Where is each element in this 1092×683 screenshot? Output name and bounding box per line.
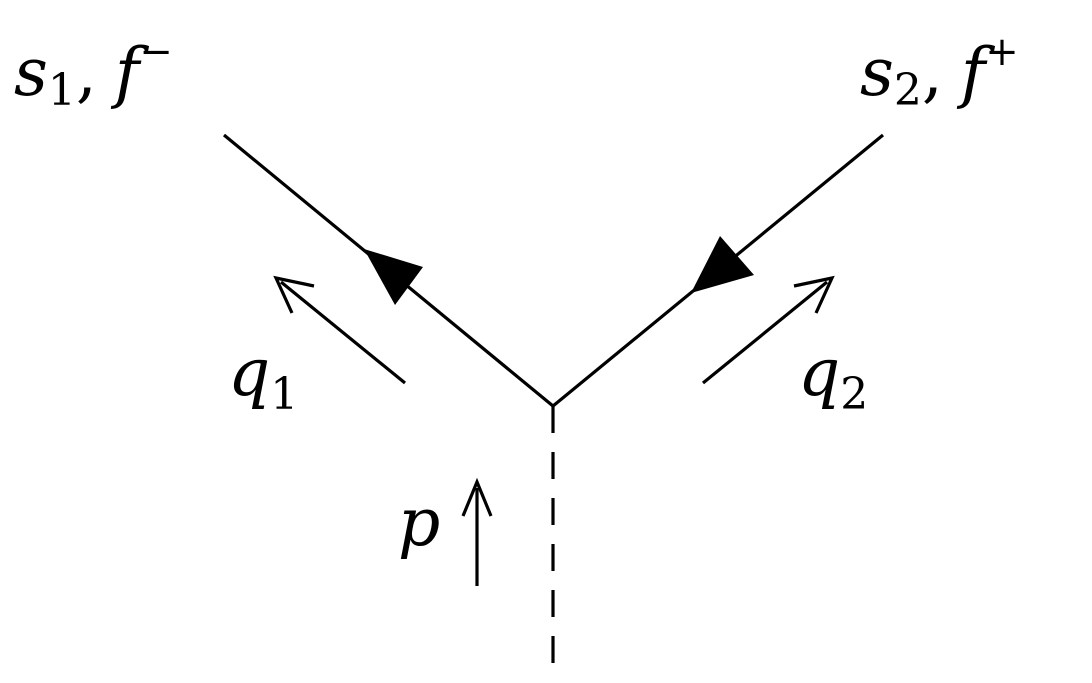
label-s1-sep: ,: [76, 34, 97, 111]
fermion-arrow-left: [364, 249, 423, 305]
momentum-arrow-p: [461, 477, 493, 586]
label-q1: q1: [228, 334, 298, 420]
label-s2-base: s: [860, 34, 894, 111]
momentum-arrow-q1: [273, 275, 407, 385]
label-s1-f-minus: s1,f−: [14, 29, 173, 116]
label-s2-f-plus: s2,f+: [860, 29, 1019, 116]
label-q1-base: q: [228, 334, 270, 411]
label-q1-sub: 1: [270, 369, 298, 420]
momentum-arrow-q2: [701, 275, 835, 385]
label-s1-base: s: [14, 34, 48, 111]
label-q2: q2: [798, 334, 868, 420]
label-f-plus-sup: +: [985, 29, 1019, 75]
label-q2-base: q: [798, 334, 840, 411]
label-s2-sep: ,: [922, 34, 943, 111]
label-p: p: [398, 484, 440, 561]
label-q2-sub: 2: [840, 369, 868, 420]
label-f-minus-sup: −: [139, 29, 173, 75]
label-s2-sub: 2: [894, 65, 922, 116]
label-s1-sub: 1: [48, 65, 76, 116]
fermion-arrow-right: [691, 236, 754, 293]
